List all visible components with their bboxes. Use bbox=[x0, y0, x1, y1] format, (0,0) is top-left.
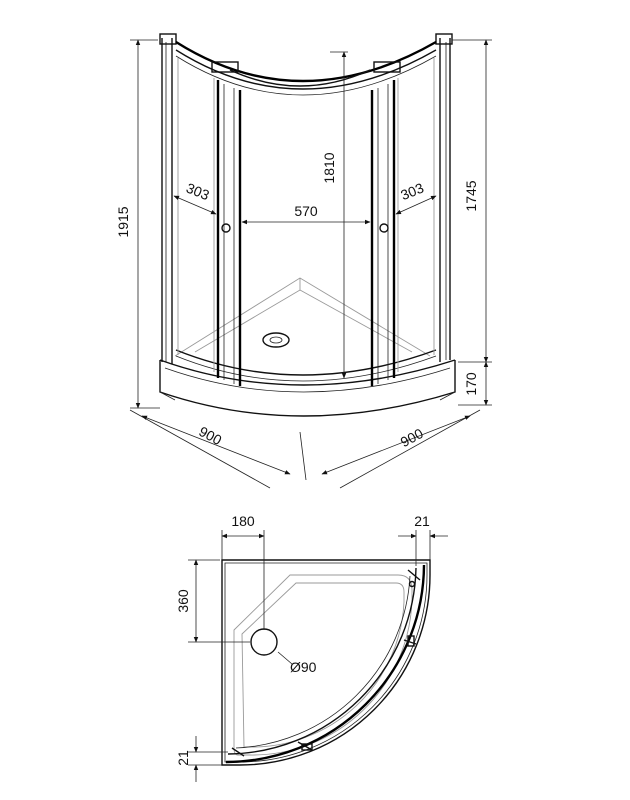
bottom-curved-rail bbox=[175, 349, 437, 382]
drain-diameter-label: Ø90 bbox=[290, 659, 317, 675]
top-curved-rail bbox=[175, 40, 437, 96]
dim-edge-top-right: 21 bbox=[398, 513, 448, 566]
dim-depth-right: 900 bbox=[321, 409, 481, 489]
plan-outer-outline bbox=[221, 559, 431, 766]
left-fixed-panel bbox=[177, 58, 215, 372]
drain-offset-y-label: 360 bbox=[175, 589, 191, 613]
right-fixed-panel bbox=[397, 58, 435, 372]
drain-offset-x-label: 180 bbox=[231, 513, 255, 529]
shower-tray bbox=[159, 359, 456, 417]
door-height-label: 1810 bbox=[321, 152, 337, 183]
left-panel-label: 303 bbox=[184, 180, 212, 204]
right-sliding-door bbox=[370, 80, 396, 386]
right-panel-label: 303 bbox=[398, 179, 426, 203]
isometric-view: 1915 1745 170 1810 570 303 bbox=[115, 33, 492, 489]
door-opening-label: 570 bbox=[294, 203, 318, 219]
dim-drain-offset-y: 360 bbox=[175, 559, 250, 643]
dim-drain-offset-x: 180 bbox=[221, 513, 265, 630]
dim-tray-height: 170 bbox=[458, 361, 492, 406]
right-frame-post bbox=[435, 33, 453, 362]
tray-height-label: 170 bbox=[463, 372, 479, 396]
edge-top-right-label: 21 bbox=[414, 513, 430, 529]
plan-view: Ø90 180 360 21 bbox=[175, 513, 448, 782]
left-door-handle-icon bbox=[221, 223, 231, 233]
dim-right-panel: 303 bbox=[395, 179, 437, 215]
edge-bottom-left-label: 21 bbox=[175, 750, 191, 766]
iso-drain bbox=[262, 332, 290, 348]
left-sliding-door bbox=[216, 80, 242, 386]
tray-basin bbox=[174, 277, 431, 357]
left-frame-post bbox=[159, 33, 177, 364]
dim-depth-left: 900 bbox=[129, 409, 307, 489]
dim-left-panel: 303 bbox=[173, 180, 217, 215]
right-door-handle-icon bbox=[379, 223, 389, 233]
depth-right-label: 900 bbox=[398, 425, 426, 450]
plan-drain: Ø90 bbox=[250, 628, 317, 675]
cabin-height-label: 1745 bbox=[463, 180, 479, 211]
dim-total-height: 1915 bbox=[115, 39, 160, 409]
plan-hardware bbox=[231, 569, 421, 757]
depth-left-label: 900 bbox=[196, 423, 224, 448]
plan-door-arcs bbox=[225, 564, 426, 764]
dim-door-opening: 570 bbox=[241, 203, 371, 225]
door-rollers bbox=[211, 61, 401, 73]
dim-edge-bottom-left: 21 bbox=[175, 736, 228, 782]
dim-door-height: 1810 bbox=[321, 51, 348, 379]
total-height-label: 1915 bbox=[115, 206, 131, 237]
dim-cabin-height: 1745 bbox=[452, 39, 492, 363]
